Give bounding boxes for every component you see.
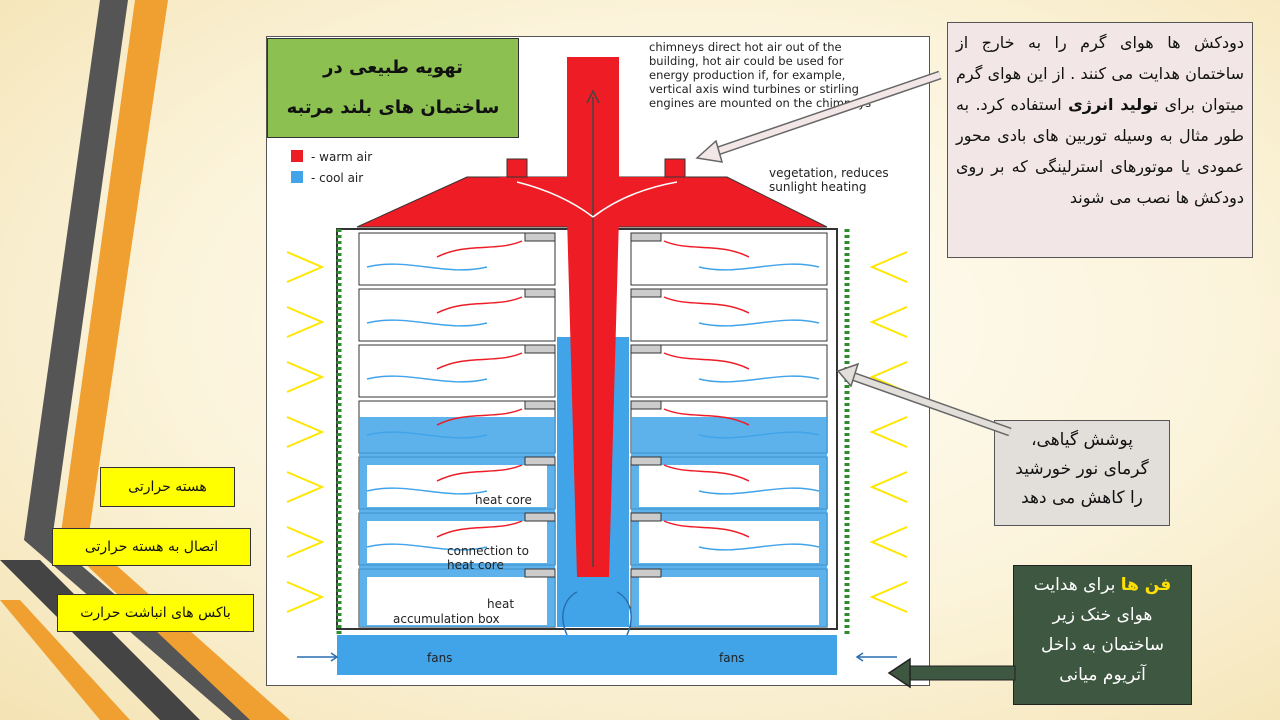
fan-note-line-1-rest: برای هدایت bbox=[1033, 575, 1121, 595]
fan-note-line-4: آتریوم میانی bbox=[1059, 665, 1146, 685]
svg-text:vegetation, reduces: vegetation, reduces bbox=[769, 166, 889, 180]
heat-core-label: heat core bbox=[475, 493, 532, 507]
vegetation-callout-arrow bbox=[836, 362, 1012, 437]
label-heat-core: هسته حرارتی bbox=[100, 467, 235, 507]
fan-note-line-3: ساختمان به داخل bbox=[1041, 635, 1164, 655]
fan-note-highlight: فن ها bbox=[1120, 575, 1172, 595]
chimney-note-text-2: استفاده کرد. به طور مثال به وسیله توربین… bbox=[956, 95, 1244, 207]
svg-text:chimneys direct hot air out of: chimneys direct hot air out of the bbox=[649, 40, 842, 54]
label-accumulation: باکس های انباشت حرارت bbox=[57, 594, 254, 632]
chimney-note: دودکش ها هوای گرم را به خارج از ساختمان … bbox=[947, 22, 1253, 258]
fan-note-line-1: فن ها برای هدایت bbox=[1014, 570, 1191, 600]
vegetation-note-line-2: گرمای نور خورشید bbox=[1015, 459, 1149, 479]
fans-label-left: fans bbox=[427, 651, 452, 665]
title-line-2: ساختمان های بلند مرتبه bbox=[286, 97, 500, 118]
vegetation-note: پوشش گیاهی، گرمای نور خورشید را کاهش می … bbox=[994, 420, 1170, 526]
slide-title: تهویه طبیعی در ساختمان های بلند مرتبه bbox=[267, 38, 519, 138]
fan-note-line-2: هوای خنک زیر bbox=[1052, 605, 1153, 625]
title-line-1: تهویه طبیعی در bbox=[323, 57, 463, 78]
legend-warm: - warm air bbox=[311, 150, 372, 164]
fan-note: فن ها برای هدایت هوای خنک زیر ساختمان به… bbox=[1013, 565, 1192, 705]
accumulation-label-1: heat bbox=[487, 597, 514, 611]
accumulation-label-2: accumulation box bbox=[393, 612, 500, 626]
svg-text:energy production if, for exam: energy production if, for example, bbox=[649, 68, 845, 82]
chimney-caption: chimneys direct hot air out of the build… bbox=[649, 40, 871, 110]
legend-cool: - cool air bbox=[311, 171, 363, 185]
label-connection: اتصال به هسته حرارتی bbox=[52, 528, 251, 566]
svg-text:engines are mounted on the chi: engines are mounted on the chimneys bbox=[649, 96, 871, 110]
vegetation-note-line-3: را کاهش می دهد bbox=[1021, 488, 1143, 508]
fans-label-right: fans bbox=[719, 651, 744, 665]
svg-text:building, hot air could be use: building, hot air could be used for bbox=[649, 54, 844, 68]
connection-label-1: connection to bbox=[447, 544, 529, 558]
connection-label-2: heat core bbox=[447, 558, 504, 572]
vegetation-note-line-1: پوشش گیاهی، bbox=[1031, 430, 1133, 450]
svg-text:sunlight heating: sunlight heating bbox=[769, 180, 866, 194]
svg-text:vertical axis wind turbines or: vertical axis wind turbines or stirling bbox=[649, 82, 859, 96]
ventilation-diagram: - warm air - cool air chimneys direct ho… bbox=[266, 36, 930, 686]
chimney-note-bold: تولید انرژی bbox=[1068, 95, 1159, 114]
chimney-note-text-1: دودکش ها هوای گرم را به خارج از ساختمان … bbox=[956, 33, 1244, 114]
vegetation-caption: vegetation, reduces sunlight heating bbox=[769, 166, 889, 194]
chimney-callout-arrow bbox=[695, 70, 942, 163]
fan-callout-arrow bbox=[887, 657, 1016, 689]
